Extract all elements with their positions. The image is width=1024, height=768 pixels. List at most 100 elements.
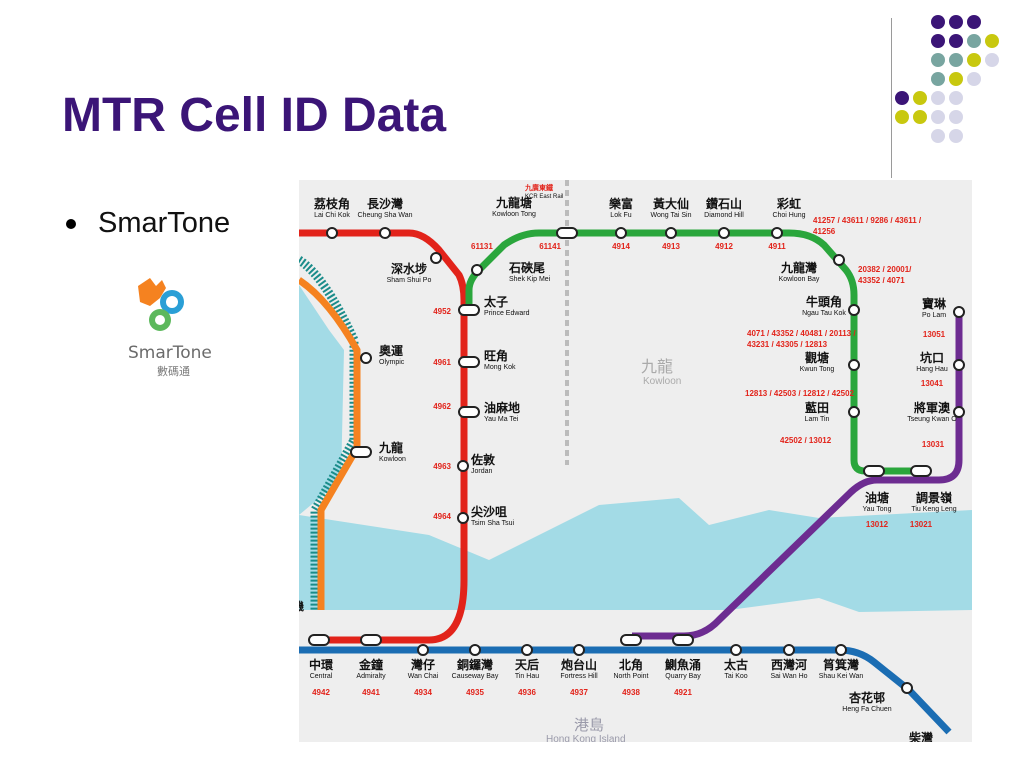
cell-id-prince-edward: 4952	[433, 307, 451, 316]
station-marker-kowloon-tong	[556, 227, 578, 239]
station-name-zh-lam-tin: 藍田	[805, 400, 829, 415]
station-name-zh-admiralty: 金鐘	[358, 657, 383, 672]
station-name-zh-shek-kip-mei: 石硤尾	[508, 260, 545, 275]
district-kowloon-zh: 九龍	[641, 357, 673, 376]
station-name-zh-heng-fa-chuen: 杏花邨	[848, 690, 885, 705]
cell-id-tseung-kwan-o: 13031	[922, 440, 945, 449]
tsuen-wan-line	[299, 229, 468, 644]
slide-title: MTR Cell ID Data	[62, 89, 447, 142]
station-marker-po-lam	[953, 306, 965, 318]
station-name-zh-north-point: 北角	[619, 657, 643, 672]
station-marker-central	[308, 634, 330, 646]
decorative-dot-grid	[895, 15, 999, 143]
station-name-en-sham-shui-po: Sham Shui Po	[387, 277, 432, 284]
station-name-zh-lok-fu: 樂富	[608, 196, 633, 211]
station-name-en-tin-hau: Tin Hau	[515, 673, 539, 680]
cells-ngau-tau-kok-a: 4071 / 43352 / 40481 / 20113 /	[747, 329, 856, 338]
station-marker-cheung-sha-wan	[379, 227, 391, 239]
decor-dot	[913, 91, 927, 105]
decor-dot	[895, 91, 909, 105]
station-marker-diamond-hill	[718, 227, 730, 239]
station-marker-shau-kei-wan	[835, 644, 847, 656]
station-name-zh-causeway-bay: 銅鑼灣	[456, 657, 493, 672]
station-marker-tai-koo	[730, 644, 742, 656]
smartone-logo	[110, 272, 230, 390]
mtr-map: 九龍 Kowloon 港島 Hong Kong Island 九廣東鐵 KCR …	[299, 180, 972, 742]
station-marker-fortress-hill	[573, 644, 585, 656]
decor-dot	[931, 129, 945, 143]
decor-dot	[949, 34, 963, 48]
station-name-en-quarry-bay: Quarry Bay	[665, 673, 701, 680]
station-name-en-cheung-sha-wan: Cheung Sha Wan	[358, 212, 413, 219]
title-divider	[891, 18, 892, 178]
station-marker-choi-hung	[771, 227, 783, 239]
logo-wordmark: SmarTone	[128, 343, 212, 363]
station-name-en-hang-hau: Hang Hau	[916, 366, 948, 373]
cell-id-tin-hau: 4936	[518, 688, 536, 697]
station-name-zh-jordan: 佐敦	[470, 452, 496, 467]
station-name-en-heng-fa-chuen: Heng Fa Chuen	[842, 706, 892, 713]
cell-id-wong-tai-sin: 4913	[662, 242, 680, 251]
station-marker-admiralty	[360, 634, 382, 646]
station-name-en-tseung-kwan-o: Tseung Kwan O	[907, 416, 957, 423]
station-name-zh-po-lam: 寶琳	[922, 296, 947, 311]
decor-dot	[931, 110, 945, 124]
cell-id-admiralty: 4941	[362, 688, 380, 697]
decor-dot	[913, 110, 927, 124]
cell-id-diamond-hill: 4912	[715, 242, 733, 251]
district-island-zh: 港島	[574, 716, 604, 734]
station-marker-lam-tin	[848, 406, 860, 418]
cells-ngau-tau-kok-b: 43231 / 43305 / 12813	[747, 340, 828, 349]
decor-dot	[931, 34, 945, 48]
station-marker-quarry-bay	[672, 634, 694, 646]
station-marker-sai-wan-ho	[783, 644, 795, 656]
station-name-zh-sai-wan-ho: 西灣河	[771, 657, 807, 672]
station-marker-north-point	[620, 634, 642, 646]
station-name-en-yau-ma-tei: Yau Ma Tei	[484, 416, 519, 423]
station-marker-tseung-kwan-o	[953, 406, 965, 418]
cell-id-wan-chai: 4934	[414, 688, 432, 697]
station-name-zh-yau-ma-tei: 油麻地	[484, 400, 520, 415]
station-name-zh-cheung-sha-wan: 長沙灣	[367, 196, 403, 211]
cell-id-central: 4942	[312, 688, 330, 697]
kcr-label-en: KCR East Rail	[525, 194, 563, 200]
smartone-logo-mark-icon	[138, 278, 184, 331]
station-name-en-wan-chai: Wan Chai	[408, 673, 439, 680]
station-name-zh-lai-chi-kok: 荔枝角	[313, 196, 350, 211]
station-marker-olympic	[360, 352, 372, 364]
station-marker-jordan	[457, 460, 469, 472]
station-name-en-north-point: North Point	[613, 673, 648, 680]
bullet-text: SmarTone	[98, 207, 231, 239]
station-name-zh-tai-koo: 太古	[724, 657, 748, 672]
station-name-zh-diamond-hill: 鑽石山	[706, 196, 742, 211]
cell-id-north-point: 4938	[622, 688, 640, 697]
chai-wan-partial-label: 柴灣	[908, 730, 933, 742]
decor-dot	[949, 110, 963, 124]
station-marker-wan-chai	[417, 644, 429, 656]
station-name-zh-tiu-keng-leng: 調景嶺	[916, 490, 953, 505]
station-name-zh-tsim-sha-tsui: 尖沙咀	[471, 504, 507, 519]
cells-kwun-tong: 12813 / 42503 / 12812 / 42502	[745, 389, 855, 398]
station-name-en-kwun-tong: Kwun Tong	[800, 366, 835, 373]
station-marker-mong-kok	[458, 356, 480, 368]
station-name-zh-wan-chai: 灣仔	[411, 657, 435, 672]
station-marker-hang-hau	[953, 359, 965, 371]
station-name-zh-kowloon-tong: 九龍塘	[495, 195, 532, 210]
station-marker-yau-tong	[863, 465, 885, 477]
station-marker-tsim-sha-tsui	[457, 512, 469, 524]
cell-id-po-lam: 13051	[923, 330, 946, 339]
station-name-zh-tseung-kwan-o: 將軍澳	[914, 400, 951, 415]
station-name-en-kowloon-tong: Kowloon Tong	[492, 211, 536, 218]
station-marker-tin-hau	[521, 644, 533, 656]
station-name-en-admiralty: Admiralty	[356, 673, 386, 680]
station-name-zh-olympic: 奧運	[378, 343, 403, 358]
cell-id-2-kowloon-tong: 61141	[539, 242, 561, 251]
station-name-en-tiu-keng-leng: Tiu Keng Leng	[911, 506, 956, 513]
station-marker-sham-shui-po	[430, 252, 442, 264]
station-name-en-central: Central	[310, 673, 333, 680]
station-name-en-wong-tai-sin: Wong Tai Sin	[651, 212, 692, 219]
decor-dot	[985, 53, 999, 67]
station-name-en-yau-tong: Yau Tong	[863, 506, 892, 513]
kcr-label-zh: 九廣東鐵	[524, 183, 553, 192]
station-marker-prince-edward	[458, 304, 480, 316]
